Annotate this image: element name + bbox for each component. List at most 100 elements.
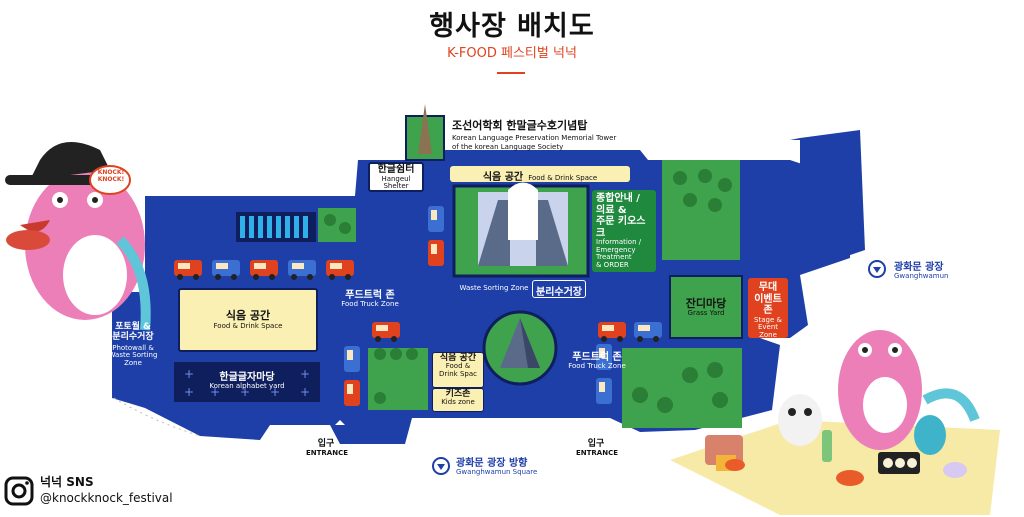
tree-area-bottom-right	[622, 348, 742, 428]
food-drink-top-en: Food & Drink Space	[528, 174, 598, 182]
entrance-left: 입구 ENTRANCE	[306, 439, 348, 458]
entrance-left-en: ENTRANCE	[306, 448, 348, 457]
food-drink-left-kr: 식음 공간	[225, 309, 271, 322]
food-drink-mid-en-2: Drink Spac	[439, 370, 477, 379]
tower-label-kr: 조선어학회 한말글수호기념탑	[452, 119, 588, 132]
photowall-kr-1: 포토월 &	[115, 322, 151, 332]
alphabet-yard-label: 한글글자마당 Korean alphabet yard	[174, 372, 320, 391]
direction-bottom-en: Gwanghwamun Square	[456, 468, 538, 476]
info-kr-3: 주문 키오스크	[596, 216, 646, 239]
hangeul-shelter-kr: 한글쉼터	[377, 164, 415, 175]
title-divider	[497, 72, 525, 74]
tree-area-top-left	[318, 208, 356, 242]
food-truck-left-kr: 푸드트럭 존	[345, 290, 395, 301]
info-en-4: & ORDER	[596, 261, 629, 270]
grass-yard-label: 잔디마당 Grass Yard	[670, 297, 742, 318]
food-trucks-left	[174, 260, 354, 280]
kids-zone-en: Kids zone	[441, 398, 475, 407]
entrance-right: 입구 ENTRANCE	[576, 439, 618, 458]
svg-text:+: +	[300, 367, 310, 381]
svg-text:+: +	[184, 385, 194, 399]
page-subtitle: K-FOOD 페스티벌 넉넉	[447, 46, 577, 61]
food-truck-zone-left: 푸드트럭 존 Food Truck Zone	[330, 290, 410, 309]
sns-handle[interactable]: @knockknock_festival	[40, 491, 173, 506]
alphabet-yard-kr: 한글글자마당	[219, 372, 275, 383]
tower-label-en-2: of the korean Language Society	[452, 143, 564, 151]
mascot-right	[838, 330, 980, 450]
tree-area-kids	[368, 348, 428, 410]
direction-gwanghwamun-en: Gwanghwamun	[894, 272, 949, 280]
direction-bottom: 광화문 광장 방향 Gwanghwamun Square	[456, 458, 537, 477]
food-truck-left-en: Food Truck Zone	[341, 300, 399, 308]
waste-sorting-center-kr: 분리수거장	[536, 287, 582, 298]
food-drink-mid-kr: 식음 공간	[439, 353, 477, 363]
kids-zone: 키즈존 Kids zone	[432, 388, 484, 412]
memorial-tower-icon	[405, 104, 445, 161]
entrance-right-kr: 입구	[587, 439, 605, 449]
entrance-right-en: ENTRANCE	[576, 448, 618, 457]
alphabet-yard-en: Korean alphabet yard	[209, 382, 285, 390]
photowall-en-2: Waste Sorting	[108, 351, 158, 360]
stage-kr-2: 이벤트 존	[754, 293, 782, 317]
mascot-left	[5, 142, 151, 331]
direction-bottom-kr: 광화문 광장 방향	[456, 458, 528, 469]
alphabet-yard-area: + + + + + + +	[174, 362, 320, 402]
gwanghwamun-pin-icon-bottom	[432, 457, 450, 475]
direction-gwanghwamun: 광화문 광장 Gwanghwamun	[894, 262, 948, 281]
page-title: 행사장 배치도	[429, 11, 595, 42]
svg-text:+: +	[270, 385, 280, 399]
picnic-items	[705, 430, 967, 486]
mascot-small-white	[778, 394, 822, 446]
food-truck-right-kr: 푸드트럭 존	[572, 352, 622, 363]
mascot-small-blue	[914, 415, 946, 455]
info-kr-2: 의료 &	[596, 204, 627, 216]
info-en-3: Treatment	[596, 253, 632, 262]
tower-label-en-1: Korean Language Preservation Memorial To…	[452, 134, 617, 142]
hangeul-shelter: 한글쉼터 Hangeul Shelter	[368, 162, 424, 192]
info-en-2: Emergency	[596, 245, 636, 254]
food-drink-mid: 식음 공간 Food & Drink Spac	[432, 352, 484, 388]
grass-yard-area	[669, 275, 743, 339]
food-drink-left: 식음 공간 Food & Drink Space	[178, 288, 318, 352]
food-drink-left-en: Food & Drink Space	[213, 321, 283, 330]
entrance-left-kr: 입구	[317, 439, 335, 449]
svg-text:+: +	[240, 385, 250, 399]
food-truck-right-en: Food Truck Zone	[568, 362, 626, 370]
food-truck-zone-right: 푸드트럭 존 Food Truck Zone	[560, 352, 634, 371]
mascot-sign-2: KNOCK!	[97, 175, 125, 183]
food-drink-top-kr: 식음 공간	[482, 172, 524, 183]
tree-area-right	[662, 160, 740, 260]
instagram-icon	[4, 476, 34, 506]
photowall-en-3: Zone	[124, 359, 142, 368]
food-drink-top: 식음 공간 Food & Drink Space	[450, 166, 630, 183]
food-trucks-vertical	[344, 206, 612, 406]
mascot-sign-1: KNOCK!	[97, 169, 125, 176]
info-kr-1: 종합안내 /	[596, 193, 640, 204]
stage-en-1: Stage &	[754, 315, 782, 324]
direction-gwanghwamun-kr: 광화문 광장	[894, 262, 944, 273]
stage-en-2: Event Zone	[757, 323, 779, 339]
waste-sorting-center-en: Waste Sorting Zone	[459, 284, 529, 292]
svg-text:+: +	[300, 385, 310, 399]
stage-event-zone: 무대 이벤트 존 Stage & Event Zone	[748, 278, 788, 339]
stripe-block-top-left	[236, 212, 316, 242]
photowall-en-1: Photowall &	[112, 343, 154, 352]
waste-sorting-center: 분리수거장	[532, 280, 586, 298]
memorial-courtyard	[452, 182, 590, 278]
info-kiosk: 종합안내 / 의료 & 주문 키오스크 Information / Emerge…	[592, 190, 656, 272]
photowall-zone: 포토월 & 분리수거장 Photowall & Waste Sorting Zo…	[108, 322, 158, 382]
svg-text:+: +	[184, 367, 194, 381]
stage-kr-1: 무대	[758, 282, 778, 293]
mascot-sign: KNOCK! KNOCK!	[92, 169, 130, 183]
sns-label: 넉넉 SNS	[40, 475, 94, 489]
svg-text:+: +	[210, 385, 220, 399]
sns-block: 넉넉 SNS @knockknock_festival	[40, 475, 173, 506]
food-trucks-center	[372, 322, 662, 342]
food-drink-mid-en-1: Food &	[445, 362, 471, 371]
photowall-kr-2: 분리수거장	[112, 332, 154, 343]
grass-yard-en: Grass Yard	[687, 309, 725, 318]
info-en-1: Information /	[596, 238, 642, 246]
kids-zone-kr: 키즈존	[445, 389, 471, 399]
monument-circle	[482, 310, 558, 386]
